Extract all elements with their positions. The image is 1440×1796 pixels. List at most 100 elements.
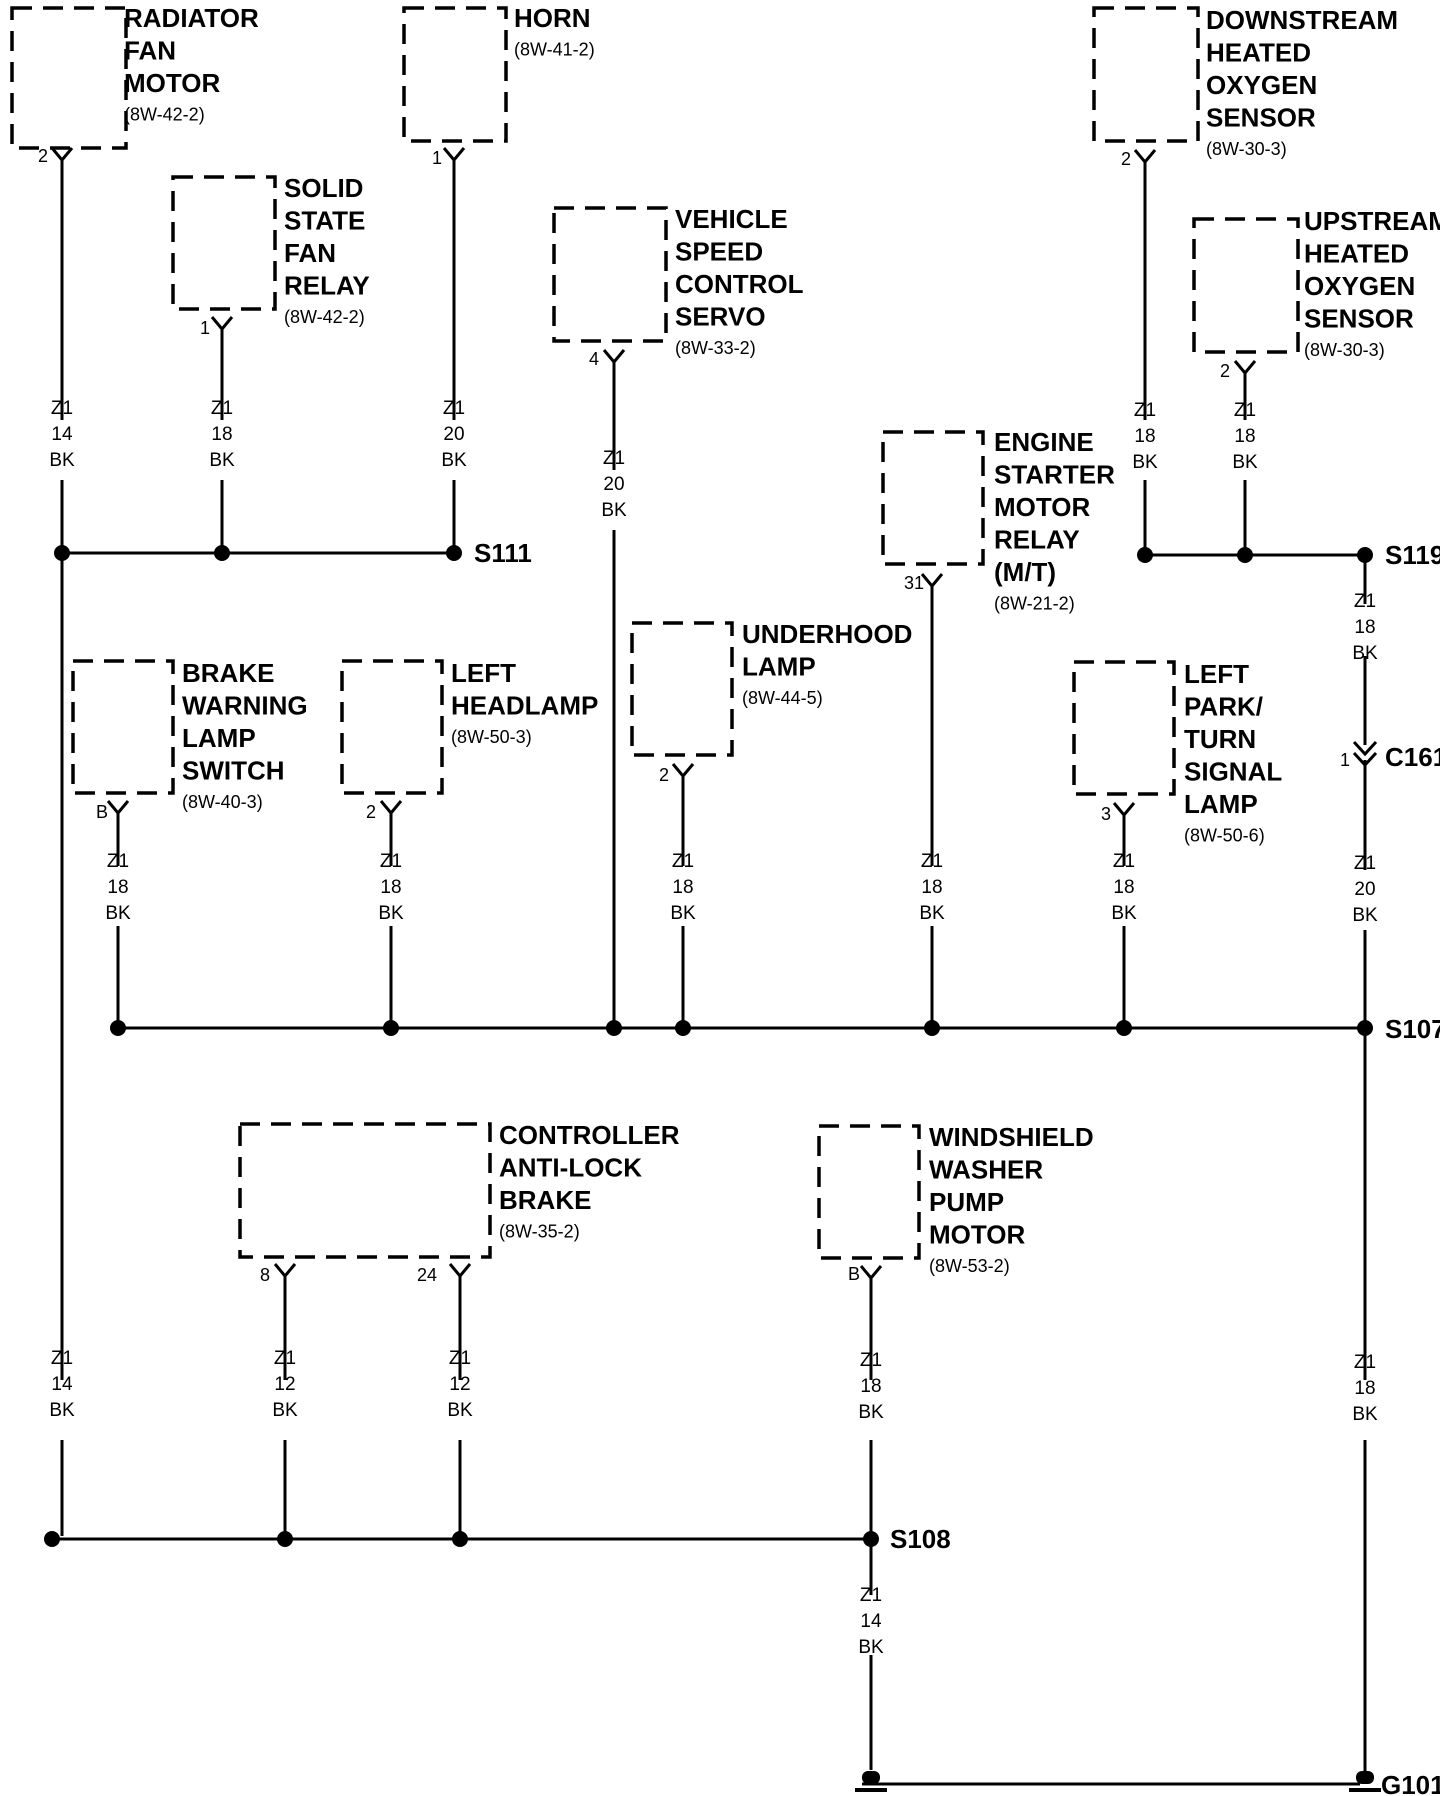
brake-name-line: LAMP (182, 723, 256, 753)
splice-dot (1237, 547, 1253, 563)
w_head-circuit: Z1 (380, 851, 402, 872)
starter-ref: (8W-21-2) (994, 594, 1075, 614)
w_vsc-color: BK (601, 500, 627, 521)
splice-dot (1137, 547, 1153, 563)
washer-box (817, 1124, 921, 1260)
downstream-ref: (8W-30-3) (1206, 139, 1287, 159)
w_up-color: BK (1232, 452, 1258, 473)
splice-dot (863, 1531, 879, 1547)
w_park-gauge: 18 (1113, 877, 1134, 898)
solidstate-name-line: FAN (284, 238, 336, 268)
parkturn-name-line: PARK/ (1184, 692, 1263, 722)
upstream-name-line: UPSTREAM (1304, 206, 1440, 236)
c161-pin-label: 1 (1340, 750, 1350, 770)
pin-connector (448, 1263, 472, 1279)
w_rad2-circuit: Z1 (51, 1348, 73, 1369)
w_rad2-gauge: 14 (51, 1374, 73, 1395)
vsc-box (552, 206, 668, 343)
pin-connector (379, 800, 403, 816)
w_brake-gauge: 18 (107, 877, 128, 898)
radiator-pin-label: 2 (38, 146, 48, 166)
w_start-color: BK (919, 903, 945, 924)
headlamp-name-line: HEADLAMP (451, 691, 598, 721)
starter-pin-label: 31 (904, 573, 924, 593)
splice-dot (675, 1020, 691, 1036)
headlamp-box (340, 659, 444, 795)
washer-pin-label: B (848, 1264, 860, 1284)
vsc-pin-label: 4 (589, 349, 599, 369)
abs-box (238, 1122, 492, 1259)
pin-connector (671, 763, 695, 779)
starter-name-line: ENGINE (994, 427, 1094, 457)
w_vsc-gauge: 20 (603, 474, 624, 495)
w_s108-color: BK (858, 1637, 884, 1658)
w_abs8-circuit: Z1 (274, 1348, 296, 1369)
downstream-name-line: SENSOR (1206, 103, 1316, 133)
w_c161-gauge: 20 (1354, 879, 1375, 900)
horn-ref: (8W-41-2) (514, 40, 595, 60)
w_abs24-circuit: Z1 (449, 1348, 471, 1369)
w_under-circuit: Z1 (672, 851, 694, 872)
component-boxes (10, 6, 1300, 1260)
vsc-name-line: SPEED (675, 237, 763, 267)
underhood-name-line: UNDERHOOD (742, 619, 912, 649)
radiator-name-line: MOTOR (124, 68, 221, 98)
abs-name-line: ANTI-LOCK (499, 1153, 642, 1183)
vsc-ref: (8W-33-2) (675, 338, 756, 358)
washer-name-line: MOTOR (929, 1220, 1026, 1250)
radiator-box (10, 6, 128, 150)
upstream-pin-label: 2 (1220, 361, 1230, 381)
solidstate-ref: (8W-42-2) (284, 307, 365, 327)
w_brake-color: BK (105, 903, 131, 924)
w_down-circuit: Z1 (1134, 400, 1156, 421)
parkturn-name-line: LAMP (1184, 789, 1258, 819)
w_under-color: BK (670, 903, 696, 924)
w_park-color: BK (1111, 903, 1137, 924)
pin-connector (106, 800, 130, 816)
w_rad1-circuit: Z1 (51, 398, 73, 419)
starter-box (881, 430, 985, 566)
headlamp-name-line: LEFT (451, 658, 516, 688)
washer-name-line: WASHER (929, 1155, 1043, 1185)
abs-pin-label: 8 (260, 1265, 270, 1285)
washer-name-line: WINDSHIELD (929, 1122, 1094, 1152)
brake-name-line: WARNING (182, 691, 308, 721)
vsc-name-line: SERVO (675, 302, 766, 332)
w_under-gauge: 18 (672, 877, 693, 898)
w_washer-circuit: Z1 (860, 1350, 882, 1371)
upstream-box (1192, 217, 1300, 354)
pin-connector (1233, 360, 1257, 376)
upstream-name-line: OXYGEN (1304, 271, 1415, 301)
starter-name-line: MOTOR (994, 492, 1091, 522)
w_rad1-color: BK (49, 450, 75, 471)
w_s119-circuit: Z1 (1354, 591, 1376, 612)
g101-label: G101 (1381, 1770, 1440, 1796)
solidstate-pin-label: 1 (200, 318, 210, 338)
pin-connector (602, 349, 626, 365)
splice-dot (44, 1531, 60, 1547)
radiator-name-line: FAN (124, 36, 176, 66)
w_brake-circuit: Z1 (107, 851, 129, 872)
vsc-name-line: VEHICLE (675, 204, 788, 234)
w_horn-gauge: 20 (443, 424, 464, 445)
w_start-circuit: Z1 (921, 851, 943, 872)
w_s108-circuit: Z1 (860, 1585, 882, 1606)
w_abs24-gauge: 12 (449, 1374, 470, 1395)
w_ssr-circuit: Z1 (211, 398, 233, 419)
brake-box (71, 659, 175, 795)
solidstate-name-line: STATE (284, 206, 365, 236)
w_c161-color: BK (1352, 905, 1378, 926)
splice-dot (1357, 547, 1373, 563)
downstream-pin-label: 2 (1121, 149, 1131, 169)
s108-label: S108 (890, 1524, 951, 1554)
w_s107-gauge: 18 (1354, 1378, 1375, 1399)
parkturn-ref: (8W-50-6) (1184, 826, 1265, 846)
splice-dot (446, 545, 462, 561)
w_abs24-color: BK (447, 1400, 473, 1421)
abs-name-line: CONTROLLER (499, 1120, 680, 1150)
parkturn-name-line: TURN (1184, 724, 1256, 754)
starter-name-line: (M/T) (994, 557, 1056, 587)
horn-pin-label: 1 (432, 148, 442, 168)
horn-name-line: HORN (514, 3, 591, 33)
underhood-name-line: LAMP (742, 652, 816, 682)
